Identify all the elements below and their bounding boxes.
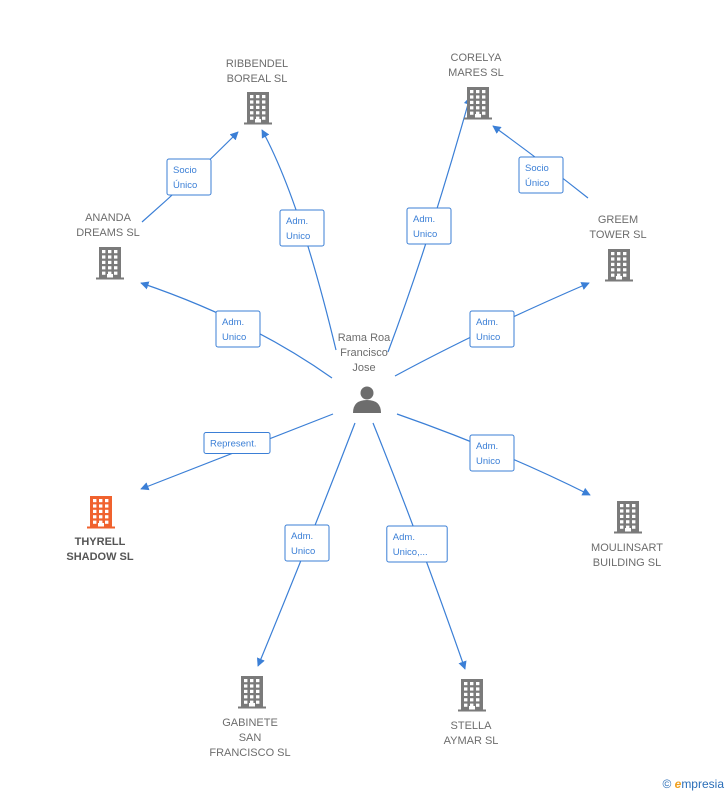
building-icon [614, 501, 642, 534]
edge-label-box [166, 158, 212, 196]
edge-label-center-to-stella[interactable]: Adm. Unico,... [386, 525, 448, 563]
edge-label-center-to-gabinete[interactable]: Adm. Unico [284, 524, 330, 562]
company-name-line: GABINETE [222, 717, 278, 729]
building-icon [244, 92, 272, 125]
node-moulinsart[interactable]: MOULINSART BUILDING SL [591, 501, 663, 569]
edge-label-center-to-ribbendel[interactable]: Adm. Unico [279, 209, 325, 247]
company-name-line: DREAMS SL [76, 227, 140, 239]
company-name-line: ANANDA [85, 212, 132, 224]
edge-label-center-to-moulinsart[interactable]: Adm. Unico [469, 434, 515, 472]
edge-label-text: Unico [291, 546, 315, 557]
node-thyrell[interactable]: THYRELL SHADOW SL [66, 496, 134, 563]
edge-label-text: Unico [286, 231, 310, 242]
building-icon [96, 247, 124, 280]
company-name-line: THYRELL [75, 536, 126, 548]
node-greem[interactable]: GREEM TOWER SL [589, 214, 647, 282]
edge-label-center-to-ananda[interactable]: Adm. Unico [215, 310, 261, 348]
person-icon [353, 386, 381, 413]
edge-label-text: Unico [413, 229, 437, 240]
edge-label-text: Adm. [476, 317, 498, 328]
company-name-line: AYMAR SL [444, 735, 499, 747]
edge-label-box [279, 209, 325, 247]
edge-label-text: Represent. [210, 439, 256, 450]
edge-label-box [406, 207, 452, 245]
person-name-line: Rama Roa [338, 332, 391, 344]
node-stella[interactable]: STELLA AYMAR SL [444, 679, 499, 747]
edge-label-box [215, 310, 261, 348]
edge-label-text: Unico [476, 332, 500, 343]
edge-label-text: Socio [173, 165, 197, 176]
company-name-line: GREEM [598, 214, 638, 226]
edge-label-text: Adm. [286, 216, 308, 227]
edge-label-text: Adm. [413, 214, 435, 225]
edge-label-box [469, 434, 515, 472]
edge-label-box [386, 525, 448, 563]
edge-label-text: Unico [476, 456, 500, 467]
edge-label-center-to-greem[interactable]: Adm. Unico [469, 310, 515, 348]
edge-label-text: Adm. [291, 531, 313, 542]
building-icon [458, 679, 486, 712]
company-name-line: BOREAL SL [227, 73, 288, 85]
edge-label-text: Adm. [222, 317, 244, 328]
building-icon [238, 676, 266, 709]
edge-label-center-to-corelya[interactable]: Adm. Unico [406, 207, 452, 245]
node-corelya[interactable]: CORELYA MARES SL [448, 52, 504, 120]
building-icon [605, 249, 633, 282]
company-name-line: MARES SL [448, 67, 504, 79]
edge-label-text: Adm. [393, 532, 415, 543]
edge-label-box [203, 432, 271, 454]
company-name-line: CORELYA [451, 52, 503, 64]
company-name-line: MOULINSART [591, 542, 663, 554]
company-name-line: TOWER SL [589, 229, 646, 241]
company-name-line: SHADOW SL [66, 551, 134, 563]
edge-label-center-to-thyrell[interactable]: Represent. [203, 432, 271, 454]
edge-label-box [518, 156, 564, 194]
person-name-line: Francisco [340, 347, 388, 359]
building-icon [87, 496, 115, 529]
node-ribbendel[interactable]: RIBBENDEL BOREAL SL [226, 58, 288, 125]
company-name-line: SAN [239, 732, 262, 744]
edge-label-text: Socio [525, 163, 549, 174]
edge-label-box [469, 310, 515, 348]
company-name-line: RIBBENDEL [226, 58, 288, 70]
person-name-line: Jose [352, 362, 375, 374]
node-ananda[interactable]: ANANDA DREAMS SL [76, 212, 140, 280]
node-gabinete[interactable]: GABINETE SAN FRANCISCO SL [209, 676, 291, 759]
company-name-line: FRANCISCO SL [209, 747, 290, 759]
company-name-line: STELLA [451, 720, 493, 732]
empresia-watermark: © empresia [662, 777, 724, 791]
edge-label-text: Único [173, 180, 197, 191]
edge-label-text: Unico [222, 332, 246, 343]
edge-label-text: Único [525, 178, 549, 189]
company-name-line: BUILDING SL [593, 557, 661, 569]
edge-label-text: Adm. [476, 441, 498, 452]
edge-labels-layer: Adm.UnicoAdm.UnicoAdm.UnicoAdm.UnicoRepr… [166, 156, 564, 563]
edge-label-box [284, 524, 330, 562]
edge-label-text: Unico,... [393, 547, 428, 558]
building-icon [464, 87, 492, 120]
